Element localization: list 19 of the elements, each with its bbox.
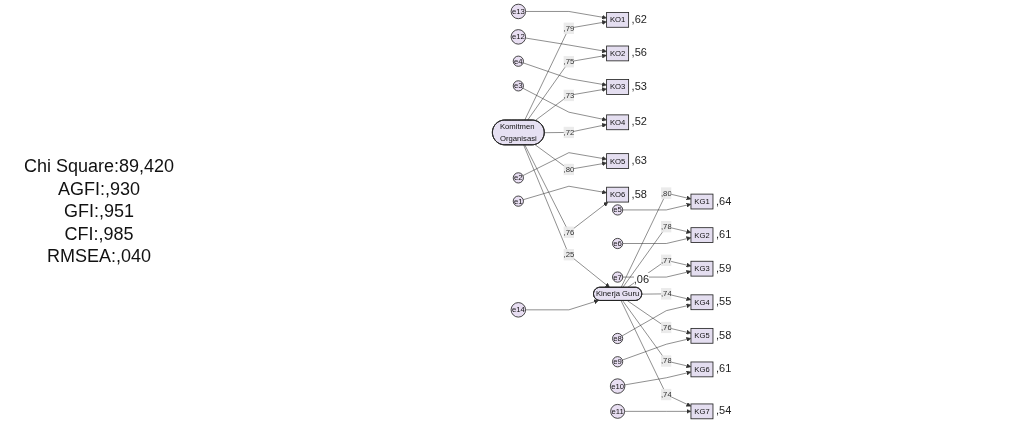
r-squared-value: ,53 (631, 80, 647, 93)
r-squared-value: ,61 (715, 362, 732, 376)
r-squared-value: ,63 (631, 154, 647, 168)
r-squared-value: ,56 (631, 46, 647, 60)
fit-statistic: CFI:,985 (63, 222, 135, 246)
r-squared-value: ,54 (715, 404, 732, 418)
r-squared-value: ,59 (715, 261, 732, 275)
fit-statistic: RMSEA:,040 (45, 245, 152, 268)
r-squared-value: ,58 (715, 328, 732, 342)
r-squared-value: ,62 (631, 12, 647, 26)
fit-statistic: GFI:,951 (63, 200, 135, 223)
r-squared-value: ,06 (633, 273, 649, 287)
r-squared-value: ,61 (715, 228, 732, 242)
r-squared-value: ,58 (631, 187, 647, 201)
fit-statistic: Chi Square:89,420 (22, 155, 176, 178)
fit-statistic: AGFI:,930 (56, 177, 141, 201)
r-squared-value: ,64 (715, 194, 732, 208)
r-squared-value: ,55 (715, 295, 732, 309)
r-squared-value: ,52 (631, 115, 647, 129)
